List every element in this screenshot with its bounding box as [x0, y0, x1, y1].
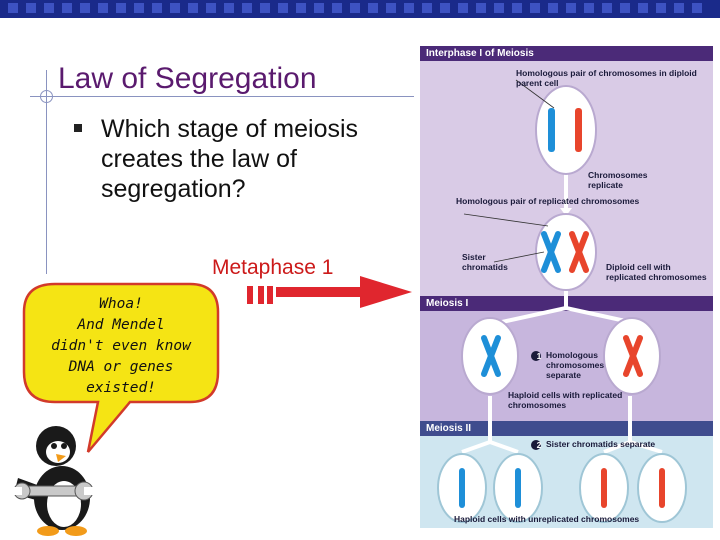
label-replicated-pair: Homologous pair of replicated chromosome…: [456, 196, 640, 206]
banner-square: [368, 3, 378, 13]
banner-square: [242, 3, 252, 13]
banner-square: [98, 3, 108, 13]
banner-square: [260, 3, 270, 13]
banner-square: [350, 3, 360, 13]
banner-square: [656, 3, 666, 13]
banner-square: [170, 3, 180, 13]
banner-square: [44, 3, 54, 13]
bullet-square-icon: [74, 124, 82, 132]
chromosome-red: [575, 108, 582, 152]
flow-connectors: [461, 174, 663, 454]
banner-square: [602, 3, 612, 13]
banner-square: [152, 3, 162, 13]
banner-square: [584, 3, 594, 13]
interphase-header: [420, 46, 713, 61]
step-marker: [531, 351, 541, 361]
banner-square: [422, 3, 432, 13]
step-marker: [531, 440, 541, 450]
pointer-lines: [463, 79, 555, 263]
banner-square: [458, 3, 468, 13]
step-number: 1: [536, 351, 542, 361]
banner-square: [8, 3, 18, 13]
label-sister-separate: Sister chromatids separate: [546, 439, 656, 449]
slide-title: Law of Segregation: [58, 62, 317, 95]
banner-square: [206, 3, 216, 13]
banner-square: [440, 3, 450, 13]
banner-square: [80, 3, 90, 13]
label-homologues-separate: Homologous chromosomes separate: [546, 350, 605, 380]
banner-square: [566, 3, 576, 13]
banner-square: [476, 3, 486, 13]
banner-square: [296, 3, 306, 13]
banner-square: [404, 3, 414, 13]
bubble-and-mascot-layer: [12, 276, 412, 536]
title-vertical-rule: [46, 70, 47, 274]
penguin-mascot-icon: [12, 426, 94, 536]
banner-square: [620, 3, 630, 13]
pause-bars-icon: [247, 286, 273, 304]
bubble-line: DNA or genes: [68, 359, 174, 375]
label-diploid-replicated: Diploid cell with replicated chromosomes: [606, 262, 707, 282]
arrow-head: [560, 208, 572, 216]
wrench-icon: [12, 481, 94, 501]
title-underline: [30, 96, 414, 97]
banner-square: [332, 3, 342, 13]
meiosis-diagram: [420, 46, 713, 528]
step-number: 2: [536, 440, 542, 450]
speech-bubble-text: Whoa! And Mendel didn't even know DNA or…: [26, 294, 216, 399]
chromosome-blue: [548, 108, 555, 152]
meiosis-figure: Interphase I of Meiosis Meiosis I Meiosi…: [420, 46, 713, 528]
banner-square: [26, 3, 36, 13]
banner-square: [314, 3, 324, 13]
label-sister-chromatids: Sister chromatids: [462, 252, 508, 272]
replicated-chromosome-blue: [541, 231, 561, 273]
bubble-line: Whoa!: [99, 296, 143, 312]
label-homologous-pair: Homologous pair of chromosomes in diploi…: [516, 68, 697, 88]
banner-square: [224, 3, 234, 13]
answer-text: Metaphase 1: [212, 256, 334, 279]
section-title-meiosis1: Meiosis I: [426, 298, 469, 309]
chromatid-red: [659, 468, 665, 508]
chromatid-red: [601, 468, 607, 508]
banner-square: [494, 3, 504, 13]
top-banner: [0, 0, 720, 18]
banner-square: [548, 3, 558, 13]
banner-square: [530, 3, 540, 13]
meiosis2-header: [420, 421, 713, 436]
speech-bubble: [22, 282, 220, 453]
chromatid-blue: [459, 468, 465, 508]
right-arrow-icon: [276, 276, 412, 308]
banner-square: [638, 3, 648, 13]
label-haploid-replicated: Haploid cells with replicated chromosome…: [508, 390, 623, 410]
banner-square: [692, 3, 702, 13]
bubble-line: existed!: [86, 380, 156, 396]
banner-square: [188, 3, 198, 13]
label-chromosomes-replicate: Chromosomes replicate: [588, 170, 648, 190]
label-haploid-unreplicated: Haploid cells with unreplicated chromoso…: [454, 514, 640, 524]
bubble-line: didn't even know: [51, 338, 191, 354]
replicated-cell: [535, 213, 597, 291]
banner-square: [386, 3, 396, 13]
meiosis1-chromosome-blue: [481, 335, 501, 377]
banner-square: [674, 3, 684, 13]
crosshair-circle: [40, 90, 53, 103]
replicated-chromosome-red: [569, 231, 589, 273]
parent-cell: [535, 85, 597, 175]
section-title-meiosis2: Meiosis II: [426, 423, 472, 434]
banner-square: [62, 3, 72, 13]
bullet-question: Which stage of meiosis creates the law o…: [101, 115, 359, 203]
chromatid-blue: [515, 468, 521, 508]
section-title-interphase: Interphase I of Meiosis: [426, 48, 534, 59]
banner-square: [116, 3, 126, 13]
banner-square: [278, 3, 288, 13]
bubble-line: And Mendel: [77, 317, 165, 333]
meiosis1-chromosome-red: [623, 335, 643, 377]
banner-square: [512, 3, 522, 13]
banner-square: [134, 3, 144, 13]
